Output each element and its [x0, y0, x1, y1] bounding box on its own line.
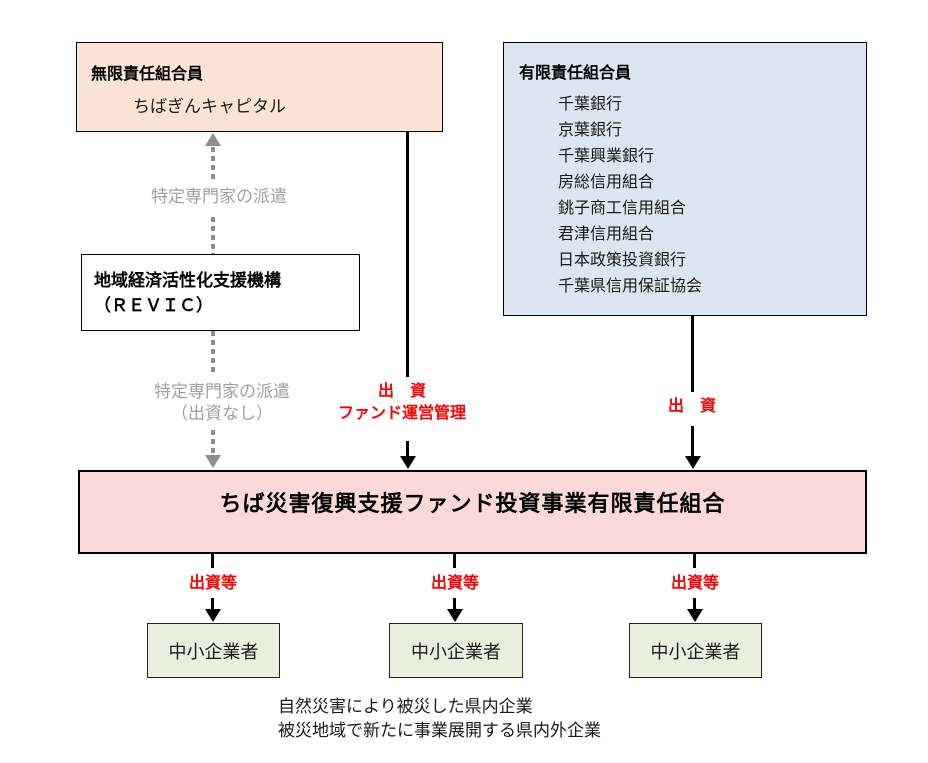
gp-to-fund-line: [406, 441, 409, 457]
label-investment: 出 資: [667, 398, 717, 415]
revic-to-gp-dotted-line: [211, 217, 215, 254]
label-expert-dispatch-no-investment: 特定専門家の派遣 （出資なし）: [154, 381, 290, 425]
arrow-down-icon: [205, 609, 221, 622]
label-investment-etc-2: 出資等: [430, 575, 480, 592]
fund-to-sme-line: [693, 554, 696, 568]
label-expert-dispatch: 特定専門家の派遣: [151, 187, 287, 206]
general-partner-box: 無限責任組合員 ちばぎんキャピタル: [76, 42, 443, 132]
revic-to-fund-dotted-line: [211, 430, 215, 456]
arrow-up-icon: [205, 133, 221, 146]
arrow-down-icon: [400, 456, 416, 469]
limited-partner-member: 君津信用組合: [558, 226, 655, 243]
limited-partner-member: 千葉興業銀行: [558, 148, 655, 165]
revic-to-gp-dotted-line: [211, 147, 215, 180]
limited-partner-member: 千葉銀行: [558, 96, 623, 113]
arrow-down-icon: [205, 455, 221, 468]
footnote-line-2: 被災地域で新たに事業展開する県内外企業: [278, 721, 601, 740]
limited-partner-member: 銚子商工信用組合: [558, 200, 687, 217]
limited-partner-member: 京葉銀行: [558, 122, 623, 139]
fund-to-sme-line: [211, 598, 214, 610]
sme-box-3: 中小企業者: [629, 623, 762, 678]
label-investment-line: 出 資: [377, 383, 427, 400]
label-investment-etc-1: 出資等: [188, 575, 238, 592]
limited-partner-member: 房総信用組合: [558, 174, 655, 191]
arrow-down-icon: [447, 609, 463, 622]
fund-to-sme-line: [453, 554, 456, 568]
label-fund-management-line: ファンド運営管理: [337, 405, 467, 422]
arrow-down-icon: [685, 456, 701, 469]
limited-partner-box: 有限責任組合員 千葉銀行 京葉銀行 千葉興業銀行 房総信用組合 銚子商工信用組合…: [503, 42, 867, 316]
sme-label: 中小企業者: [168, 641, 259, 662]
fund-box: ちば災害復興支援ファンド投資事業有限責任組合: [78, 470, 867, 554]
label-investment-and-fund-management: 出 資 ファンド運営管理: [338, 381, 466, 425]
limited-partner-list: 千葉銀行 京葉銀行 千葉興業銀行 房総信用組合 銚子商工信用組合 君津信用組合 …: [558, 92, 866, 300]
label-expert-dispatch-line1: 特定専門家の派遣: [154, 382, 290, 401]
limited-partner-member: 日本政策投資銀行: [558, 252, 687, 269]
sme-box-2: 中小企業者: [389, 623, 523, 678]
sme-box-1: 中小企業者: [147, 623, 280, 678]
limited-partner-member: 千葉県信用保証協会: [558, 278, 703, 295]
revic-name: 地域経済活性化支援機構: [94, 271, 281, 290]
lp-to-fund-line: [691, 426, 694, 457]
footnote: 自然災害により被災した県内企業 被災地域で新たに事業展開する県内外企業: [278, 695, 601, 743]
fund-to-sme-line: [211, 554, 214, 568]
fund-to-sme-line: [693, 598, 696, 610]
fund-title: ちば災害復興支援ファンド投資事業有限責任組合: [219, 491, 726, 516]
lp-to-fund-line: [691, 316, 694, 392]
fund-to-sme-line: [453, 598, 456, 610]
revic-box: 地域経済活性化支援機構 （ＲＥＶＩＣ）: [81, 254, 360, 331]
arrow-down-icon: [687, 609, 703, 622]
sme-label: 中小企業者: [650, 641, 741, 662]
general-partner-member: ちばぎんキャピタル: [133, 97, 286, 116]
revic-abbreviation: （ＲＥＶＩＣ）: [94, 296, 213, 315]
label-expert-dispatch-line2: （出資なし）: [171, 404, 273, 423]
label-investment-etc-3: 出資等: [670, 575, 720, 592]
sme-label: 中小企業者: [411, 641, 501, 662]
revic-to-fund-dotted-line: [211, 331, 215, 375]
footnote-line-1: 自然災害により被災した県内企業: [278, 697, 533, 716]
general-partner-heading: 無限責任組合員: [91, 66, 204, 83]
gp-to-fund-line: [406, 132, 409, 377]
limited-partner-heading: 有限責任組合員: [519, 65, 632, 82]
